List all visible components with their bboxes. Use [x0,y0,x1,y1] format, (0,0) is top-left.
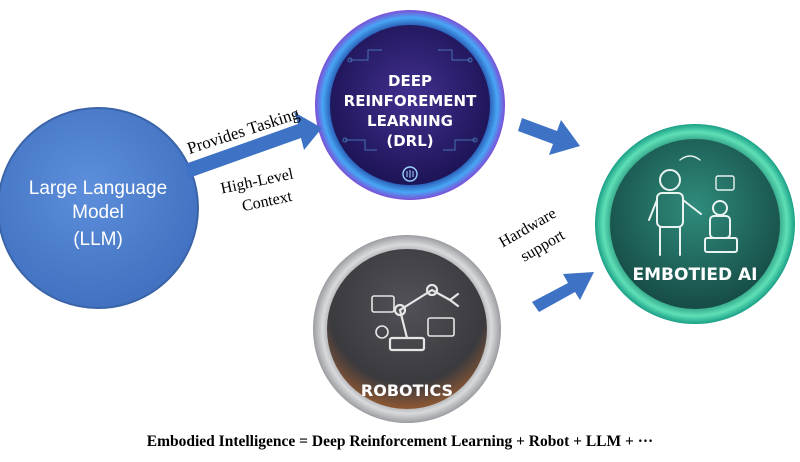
arrow-robotics-to-embodied [532,272,594,312]
drl-label-line1: DEEP [388,72,432,90]
drl-label-line3: LEARNING [367,112,453,130]
arrow-llm-to-drl [185,112,322,178]
circuit-pattern-icon [342,49,478,151]
drl-label-line4: (DRL) [386,132,433,150]
brain-chip-icon [402,166,418,182]
robotics-node: ROBOTICS [313,235,501,423]
arrow-drl-to-embodied [518,118,580,155]
robotics-label: ROBOTICS [361,381,453,400]
llm-label-line3: (LLM) [73,229,123,250]
robotic-arm-icon [371,283,460,352]
embodied-ai-label: EMBOTIED AI [633,265,758,285]
llm-label-line2: Model [72,202,124,223]
llm-label-line1: Large Language [29,178,167,199]
equation-caption: Embodied Intelligence = Deep Reinforceme… [147,433,653,450]
llm-node: Large Language Model (LLM) [0,107,199,309]
embodied-ai-node: EMBOTIED AI [595,124,795,324]
drl-label-line2: REINFOREMENT [344,92,477,110]
humanoid-robot-icon [648,155,738,256]
drl-node: DEEP REINFOREMENT LEARNING (DRL) [315,10,505,200]
